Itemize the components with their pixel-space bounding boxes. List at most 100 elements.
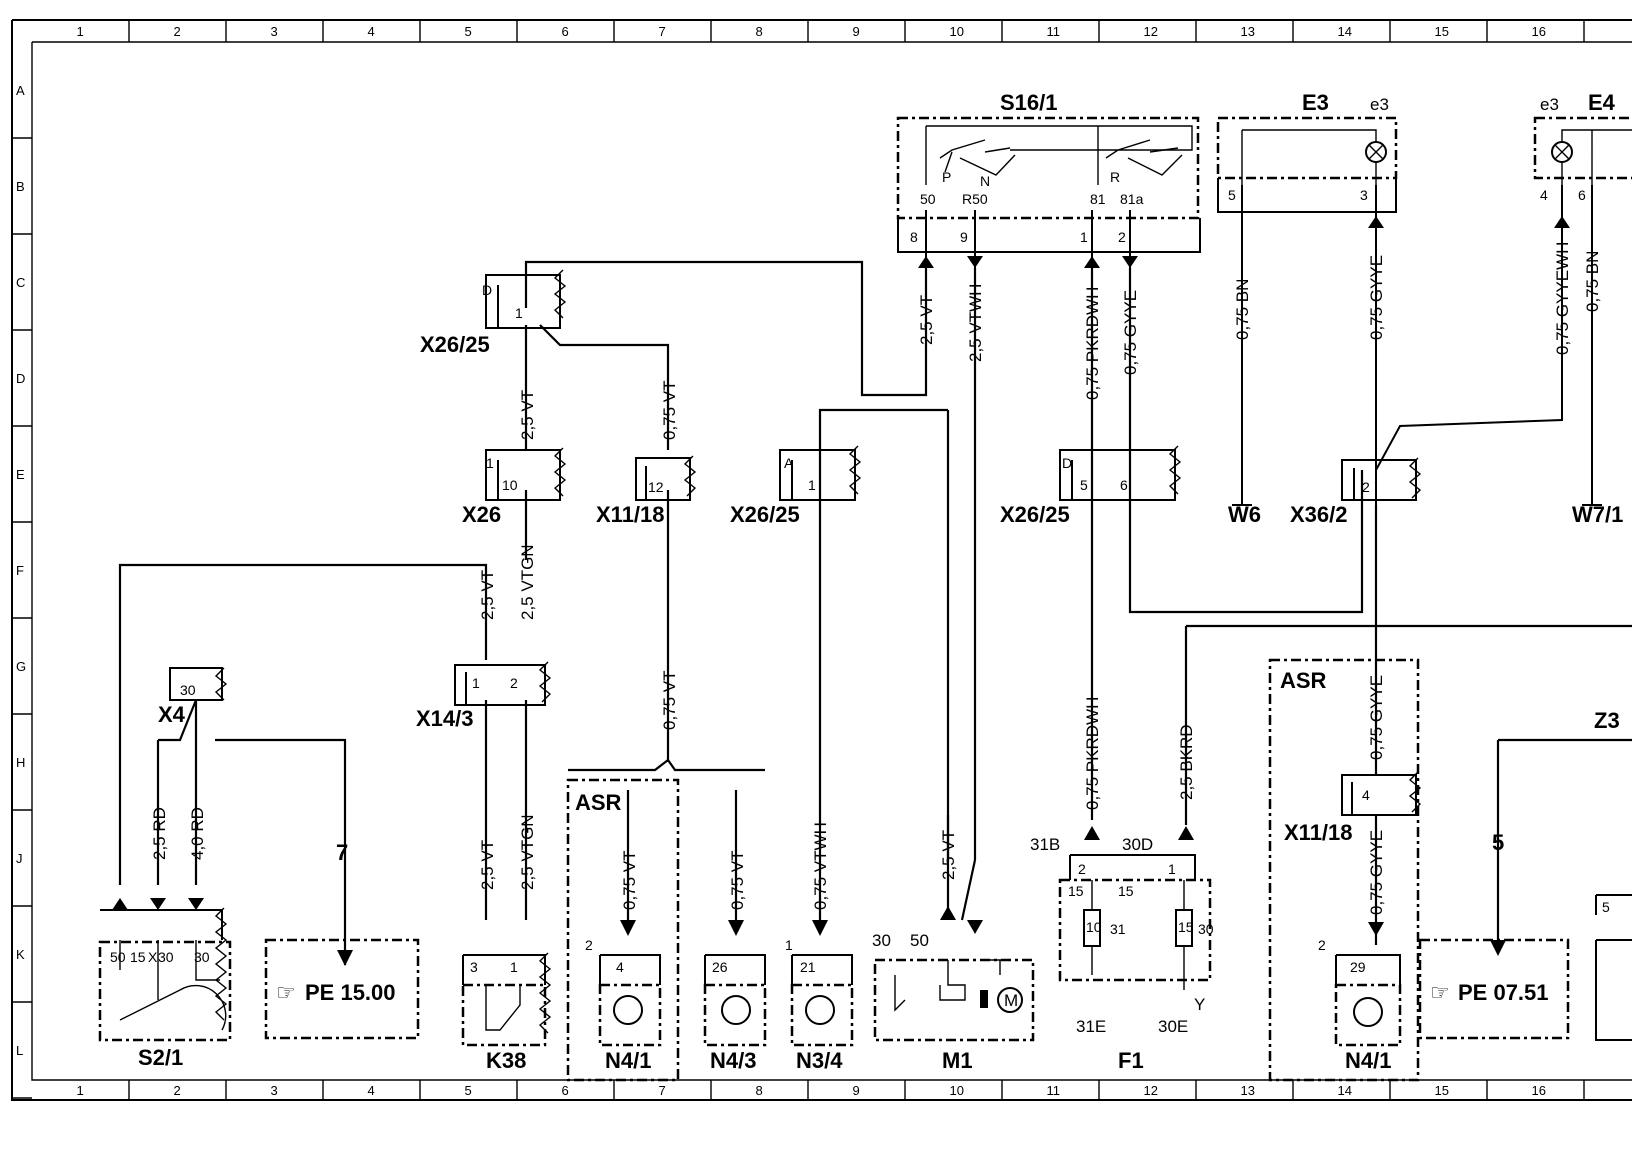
svg-text:e3: e3 [1370, 95, 1389, 114]
reference-pe-07: 5 ☞ PE 07.51 [1418, 738, 1632, 1040]
svg-text:2,5 VT: 2,5 VT [478, 840, 497, 890]
svg-text:0,75 GYYE: 0,75 GYYE [1367, 255, 1386, 340]
svg-text:0,75 VT: 0,75 VT [660, 670, 679, 730]
svg-text:X26/25: X26/25 [730, 502, 800, 527]
svg-text:D: D [482, 282, 492, 298]
frame-col-number: 11 [1047, 24, 1061, 39]
svg-text:50: 50 [910, 931, 929, 950]
svg-text:10: 10 [1086, 919, 1102, 935]
svg-text:1: 1 [515, 305, 523, 321]
svg-text:31: 31 [1110, 921, 1126, 937]
svg-text:6: 6 [1120, 477, 1128, 493]
svg-text:4,0 RD: 4,0 RD [188, 807, 207, 860]
svg-text:N4/1: N4/1 [1345, 1048, 1391, 1073]
svg-text:50: 50 [920, 191, 936, 207]
svg-text:0,75 VT: 0,75 VT [620, 850, 639, 910]
frame-col-number: 8 [756, 1083, 763, 1098]
svg-text:15: 15 [130, 949, 146, 965]
frame-row-letter: F [16, 563, 24, 578]
svg-text:2,5 VT: 2,5 VT [478, 570, 497, 620]
frame-col-number: 5 [465, 1083, 472, 1098]
svg-text:1: 1 [785, 937, 793, 953]
svg-text:R: R [1110, 169, 1120, 185]
svg-text:5: 5 [1492, 830, 1504, 855]
frame-row-letter: L [16, 1043, 23, 1058]
svg-text:W6: W6 [1228, 502, 1261, 527]
frame-row-letter: G [16, 659, 26, 674]
svg-text:29: 29 [1350, 959, 1366, 975]
frame-row-letter: B [16, 179, 25, 194]
frame-col-number: 14 [1338, 24, 1352, 39]
svg-text:X26/25: X26/25 [420, 332, 490, 357]
svg-text:30: 30 [180, 682, 196, 698]
svg-text:M: M [1004, 991, 1018, 1010]
svg-text:6: 6 [1578, 187, 1586, 203]
svg-text:2,5 BKRD: 2,5 BKRD [1177, 724, 1196, 800]
svg-text:30: 30 [1198, 921, 1214, 937]
svg-text:30E: 30E [1158, 1017, 1188, 1036]
svg-text:15: 15 [1178, 919, 1194, 935]
svg-text:F1: F1 [1118, 1048, 1144, 1073]
s16-1-switch: S16/1 P N R 50 R50 81 81a 8 9 1 2 [896, 90, 1201, 268]
svg-text:0,75 VT: 0,75 VT [660, 380, 679, 440]
frame-col-number: 11 [1047, 1083, 1061, 1098]
svg-text:4: 4 [1540, 187, 1548, 203]
asr-left-group: ASR 0,75 VT 0,75 VT 2 4 N4/1 [566, 778, 747, 1082]
wire-labels-top: 2,5 VT 2,5 VTWH 0,75 PKRDWH 0,75 GYYE 0,… [917, 242, 1602, 400]
k38-relay: 3 1 K38 [461, 952, 552, 1073]
frame-col-number: 6 [562, 24, 569, 39]
svg-text:P: P [942, 169, 951, 185]
svg-text:N3/4: N3/4 [796, 1048, 843, 1073]
svg-text:30: 30 [872, 931, 891, 950]
frame-col-number: 4 [368, 24, 375, 39]
frame-row-letter: D [16, 371, 25, 386]
svg-text:50: 50 [110, 949, 126, 965]
frame-col-number: 5 [465, 24, 472, 39]
transistor-icon [613, 995, 643, 1025]
svg-text:0,75 VTWH: 0,75 VTWH [811, 822, 830, 910]
frame-col-number: 15 [1435, 24, 1449, 39]
z3-junction: Z3 5 [1594, 708, 1632, 1041]
svg-text:0,75 GYYEWH: 0,75 GYYEWH [1553, 242, 1572, 355]
svg-text:A: A [784, 455, 794, 471]
e3-lamp-unit: E3 e3 5 3 [1216, 90, 1398, 505]
svg-text:ASR: ASR [575, 790, 622, 815]
svg-text:N4/3: N4/3 [710, 1048, 756, 1073]
frame-row-letter: J [16, 851, 23, 866]
svg-text:1: 1 [1168, 861, 1176, 877]
svg-text:30: 30 [194, 949, 210, 965]
svg-text:0,75 PKRDWH: 0,75 PKRDWH [1083, 697, 1102, 810]
svg-text:2: 2 [1362, 479, 1370, 495]
svg-text:5: 5 [1228, 187, 1236, 203]
svg-text:7: 7 [336, 840, 348, 865]
n3-4-module: 1 21 N3/4 0,75 VTWH [785, 822, 854, 1073]
svg-text:31E: 31E [1076, 1017, 1106, 1036]
s16-1-box [896, 116, 1200, 220]
frame-row-letter: H [16, 755, 25, 770]
frame-col-number: 1 [77, 24, 84, 39]
svg-text:N4/1: N4/1 [605, 1048, 651, 1073]
frame-col-number: 7 [659, 1083, 666, 1098]
svg-text:5: 5 [1080, 477, 1088, 493]
svg-text:N: N [980, 173, 990, 189]
frame-col-number: 13 [1241, 1083, 1255, 1098]
svg-text:4: 4 [616, 959, 624, 975]
svg-text:1: 1 [472, 675, 480, 691]
svg-text:30: 30 [158, 949, 174, 965]
svg-text:81: 81 [1090, 191, 1106, 207]
svg-text:9: 9 [960, 229, 968, 245]
frame-col-number: 2 [174, 1083, 181, 1098]
frame-row-letter: A [16, 83, 25, 98]
svg-text:1: 1 [808, 477, 816, 493]
svg-text:21: 21 [800, 959, 816, 975]
svg-text:8: 8 [910, 229, 918, 245]
drawing-frame: 1122334455667788991010111112121313141415… [11, 19, 1632, 1101]
svg-text:X: X [148, 949, 158, 965]
svg-text:81a: 81a [1120, 191, 1144, 207]
svg-text:2,5 VTGN: 2,5 VTGN [518, 814, 537, 890]
x26-25-mid-connector: A 1 X26/25 [730, 445, 862, 527]
frame-col-number: 6 [562, 1083, 569, 1098]
frame-col-number: 14 [1338, 1083, 1352, 1098]
s2-1-ignition-switch: 50 15 X 30 30 S2/1 [98, 898, 232, 1070]
frame-row-letter: C [16, 275, 25, 290]
